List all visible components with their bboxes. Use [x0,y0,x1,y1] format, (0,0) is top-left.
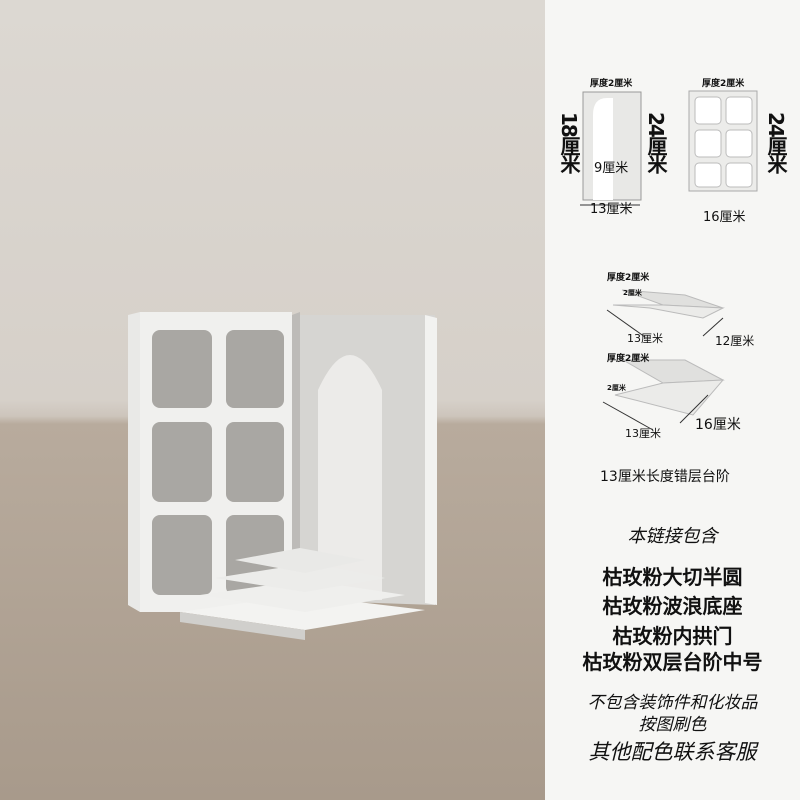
step-large-length: 13厘米 [625,427,661,440]
arch-width-label: 13厘米 [590,202,633,217]
include-item: 枯玫粉波浪底座 [602,594,743,618]
arch-inner-width-label: 9厘米 [594,161,629,176]
product-photo [0,0,545,800]
step-small-depth: 12厘米 [715,334,755,348]
steps [180,595,425,630]
include-item: 枯玫粉大切半圆 [602,565,743,589]
scene-illustration [128,312,437,640]
window-width-label: 16厘米 [703,210,746,225]
window-thickness-label: 厚度2厘米 [702,79,745,89]
include-item: 枯玫粉双层台阶中号 [582,650,763,674]
arch-inner-height-label: 18厘米 [557,112,581,172]
include-item: 枯玫粉内拱门 [612,624,733,648]
note-paint: 按图刷色 [638,715,707,735]
window-height-label: 24厘米 [764,112,788,172]
step-large-step: 2厘米 [607,384,626,392]
note-excludes: 不包含装饰件和化妆品 [587,693,758,713]
step-small-step: 2厘米 [623,289,642,297]
arch-height-label: 24厘米 [644,112,668,172]
step-small-length: 13厘米 [627,332,663,345]
includes-title: 本链接包含 [627,526,718,547]
arch-thickness-label: 厚度2厘米 [590,79,633,89]
dimension-diagrams [580,90,758,431]
note-contact: 其他配色联系客服 [588,740,757,764]
steps-caption: 13厘米长度错层台阶 [600,469,730,485]
info-panel: 厚度2厘米 18厘米 24厘米 9厘米 13厘米 厚度2厘米 24厘米 16厘米… [545,0,800,800]
step-large-thickness: 厚度2厘米 [607,354,650,364]
step-small-thickness: 厚度2厘米 [607,273,650,283]
step-large-depth: 16厘米 [695,417,741,433]
